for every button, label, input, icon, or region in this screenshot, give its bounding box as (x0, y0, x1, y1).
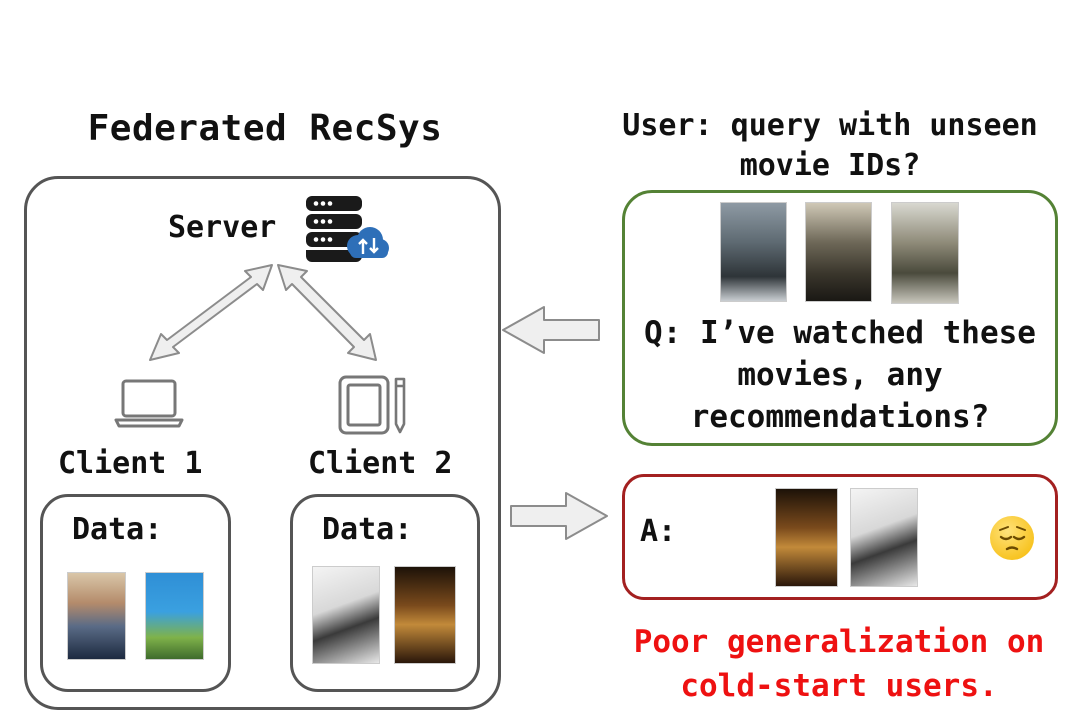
cold-start-caption: Poor generalization on cold-start users. (604, 620, 1074, 708)
pensive-face-emoji (990, 516, 1034, 560)
poster-hacksaw-ridge (891, 202, 959, 304)
diagram-title: Federated RecSys (87, 108, 443, 149)
poster-fury (805, 202, 872, 302)
caption-line-1: Poor generalization on (633, 624, 1045, 660)
server-client1-arrow (149, 264, 273, 361)
query-line-3: recommendations? (690, 399, 990, 435)
client-2-label: Client 2 (308, 446, 453, 481)
client-2-data-box (290, 494, 480, 692)
query-text: Q: I’ve watched these movies, any recomm… (622, 312, 1058, 438)
caption-line-2: cold-start users. (680, 668, 998, 704)
client-2-data-label: Data: (322, 512, 413, 547)
client-1-label: Client 1 (58, 446, 203, 481)
tablet-icon (338, 375, 406, 435)
poster-saving-private-ryan (720, 202, 787, 302)
client-1-data-label: Data: (72, 512, 163, 547)
poster-star-trek (312, 566, 380, 664)
laptop-icon (114, 379, 184, 428)
poster-call-me-by-your-name (145, 572, 204, 660)
answer-box (622, 474, 1058, 600)
system-to-answer-arrow (510, 492, 608, 540)
answer-poster-star-trek (850, 488, 918, 587)
database-cloud-icon (306, 196, 389, 262)
query-to-system-arrow (502, 306, 600, 354)
sync-arrows (149, 264, 377, 361)
server-label: Server (168, 210, 277, 245)
federated-system-box (24, 176, 501, 710)
client-1-data-box (40, 494, 231, 692)
poster-titanic (67, 572, 126, 660)
query-box (622, 190, 1058, 446)
answer-label: A: (640, 514, 677, 549)
query-line-2: movies, any (737, 357, 943, 393)
answer-poster-star-wars-episode-1 (775, 488, 838, 587)
server-client2-arrow (277, 264, 377, 361)
poster-star-wars-episode-1 (394, 566, 456, 664)
user-question: User: query with unseen movie IDs? (600, 106, 1060, 186)
query-line-1: Q: I’ve watched these (644, 315, 1036, 351)
user-question-line-2: movie IDs? (739, 148, 921, 183)
user-question-line-1: User: query with unseen (622, 108, 1038, 143)
